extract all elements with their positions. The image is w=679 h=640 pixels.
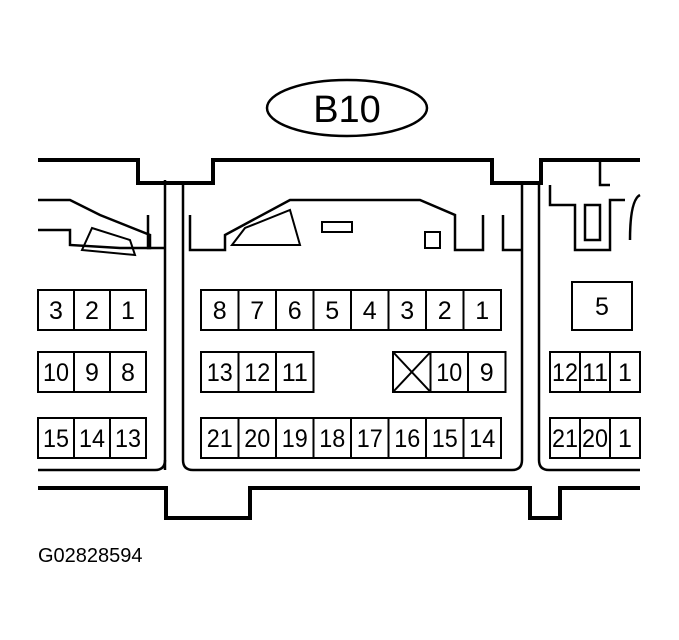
cross-mark (392, 351, 432, 393)
pin-cell (467, 351, 507, 393)
pin-number: 7 (250, 297, 264, 325)
pin-number: 4 (363, 297, 377, 325)
pin-cell (109, 417, 147, 459)
pin-number: 2 (85, 297, 99, 325)
pin-number: 8 (121, 359, 135, 387)
pin-cell (462, 417, 502, 459)
pin-number: 10 (43, 359, 69, 387)
pin-number: 8 (213, 297, 227, 325)
pin-number: 16 (394, 425, 420, 453)
pin-number: 2 (438, 297, 452, 325)
pin-number: 20 (582, 425, 608, 453)
pin-number: 1 (475, 297, 489, 325)
pin-cell (109, 351, 147, 393)
pin-number: 11 (282, 359, 308, 387)
pin-cell (609, 351, 641, 393)
figure-id: G02828594 (38, 545, 143, 567)
pin-cell (609, 417, 641, 459)
pin-number: 10 (436, 359, 462, 387)
connector-label-ellipse (265, 78, 429, 138)
pin-number: 9 (480, 359, 494, 387)
pin-number: 15 (43, 425, 69, 453)
pin-number: 5 (595, 293, 609, 321)
pin-number: 14 (79, 425, 105, 453)
pin-number: 14 (469, 425, 495, 453)
pin-number: 20 (244, 425, 270, 453)
pin-number: 6 (288, 297, 302, 325)
pin-cell (571, 281, 633, 331)
connector-housing (38, 158, 641, 520)
pin-number: 1 (121, 297, 135, 325)
pin-number: 3 (400, 297, 414, 325)
pin-number: 13 (207, 359, 233, 387)
pin-number: 12 (552, 359, 578, 387)
pin-number: 15 (432, 425, 458, 453)
pin-number: 11 (582, 359, 608, 387)
pin-cell (275, 351, 315, 393)
pin-number: 9 (85, 359, 99, 387)
connector-name: B10 (313, 89, 381, 131)
pin-number: 17 (357, 425, 383, 453)
pin-cell (462, 289, 502, 331)
pin-number: 21 (207, 425, 233, 453)
pin-number: 13 (115, 425, 141, 453)
pin-number: 12 (244, 359, 270, 387)
pin-number: 19 (282, 425, 308, 453)
pin-number: 1 (618, 359, 632, 387)
pin-number: 3 (49, 297, 63, 325)
pin-number: 1 (618, 425, 632, 453)
pin-number: 5 (325, 297, 339, 325)
pin-number: 21 (552, 425, 578, 453)
pin-cell (109, 289, 147, 331)
pin-number: 18 (319, 425, 345, 453)
